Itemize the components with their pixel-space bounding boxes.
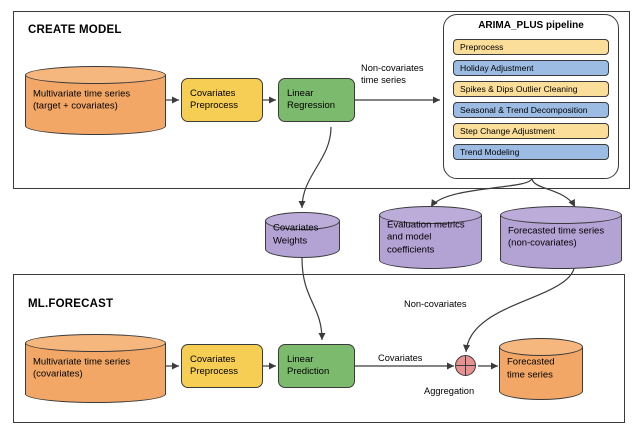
aggregation-node[interactable] bbox=[455, 355, 476, 376]
cylinder-label: Multivariate time series (target + covar… bbox=[33, 88, 131, 112]
box-covariates-preprocess-train[interactable]: Covariates Preprocess bbox=[181, 78, 263, 122]
box-covariates-preprocess-forecast[interactable]: Covariates Preprocess bbox=[181, 344, 263, 388]
cylinder-top bbox=[25, 334, 166, 352]
box-linear-regression[interactable]: Linear Regression bbox=[278, 78, 355, 122]
cylinder-covariates-weights: Covariates Weights bbox=[265, 212, 340, 258]
pipeline-step-trend-modeling[interactable]: Trend Modeling bbox=[453, 144, 609, 160]
edge-label-covariates: Covariates bbox=[378, 353, 423, 363]
cylinder-multivariate-input: Multivariate time series (target + covar… bbox=[25, 66, 166, 135]
step-label: Spikes & Dips Outlier Cleaning bbox=[460, 84, 578, 94]
box-label: Linear Regression bbox=[287, 87, 336, 112]
pipeline-step-holiday-adjustment[interactable]: Holiday Adjustment bbox=[453, 60, 609, 76]
cylinder-label: Forecasted time series (non-covariates) bbox=[508, 225, 605, 249]
arima-plus-pipeline-container: ARIMA_PLUS pipeline Preprocess Holiday A… bbox=[443, 14, 619, 179]
cylinder-evaluation-metrics: Evaluation metrics and model coefficient… bbox=[379, 206, 482, 269]
cylinder-label: Multivariate time series (covariates) bbox=[33, 356, 131, 380]
cylinder-label: Forecasted time series bbox=[507, 356, 555, 381]
cylinder-forecasted-non-covariates: Forecasted time series (non-covariates) bbox=[500, 206, 622, 269]
step-label: Step Change Adjustment bbox=[460, 126, 556, 136]
pipeline-title: ARIMA_PLUS pipeline bbox=[478, 20, 584, 31]
create-model-title: CREATE MODEL bbox=[28, 24, 122, 36]
cylinder-top bbox=[25, 66, 166, 84]
pipeline-step-preprocess[interactable]: Preprocess bbox=[453, 39, 609, 55]
pipeline-step-spikes-dips-outlier-cleaning[interactable]: Spikes & Dips Outlier Cleaning bbox=[453, 81, 609, 97]
create-model-frame bbox=[13, 11, 630, 189]
ml-forecast-title: ML.FORECAST bbox=[28, 298, 114, 310]
cylinder-top bbox=[499, 338, 583, 356]
cylinder-label: Evaluation metrics and model coefficient… bbox=[387, 218, 465, 255]
pipeline-step-step-change-adjustment[interactable]: Step Change Adjustment bbox=[453, 123, 609, 139]
edge-label-non-covariates-time-series: Non-covariates time series bbox=[361, 63, 424, 85]
box-linear-prediction[interactable]: Linear Prediction bbox=[278, 344, 355, 388]
cylinder-label: Covariates Weights bbox=[273, 222, 319, 247]
cylinder-top bbox=[500, 206, 622, 224]
box-label: Covariates Preprocess bbox=[190, 87, 239, 112]
step-label: Holiday Adjustment bbox=[460, 63, 534, 73]
cylinder-top bbox=[379, 206, 482, 224]
edge-label-non-covariates: Non-covariates bbox=[404, 299, 467, 309]
pipeline-step-seasonal-trend-decomposition[interactable]: Seasonal & Trend Decomposition bbox=[453, 102, 609, 118]
box-label: Covariates Preprocess bbox=[190, 353, 239, 378]
cylinder-forecasted-output: Forecasted time series bbox=[499, 338, 583, 400]
cylinder-covariates-input: Multivariate time series (covariates) bbox=[25, 334, 166, 403]
box-label: Linear Prediction bbox=[287, 353, 330, 378]
aggregation-label: Aggregation bbox=[424, 386, 475, 396]
step-label: Trend Modeling bbox=[460, 147, 520, 157]
step-label: Seasonal & Trend Decomposition bbox=[460, 105, 588, 115]
ml-forecast-frame bbox=[13, 274, 625, 423]
step-label: Preprocess bbox=[460, 42, 504, 52]
cylinder-top bbox=[265, 212, 340, 230]
